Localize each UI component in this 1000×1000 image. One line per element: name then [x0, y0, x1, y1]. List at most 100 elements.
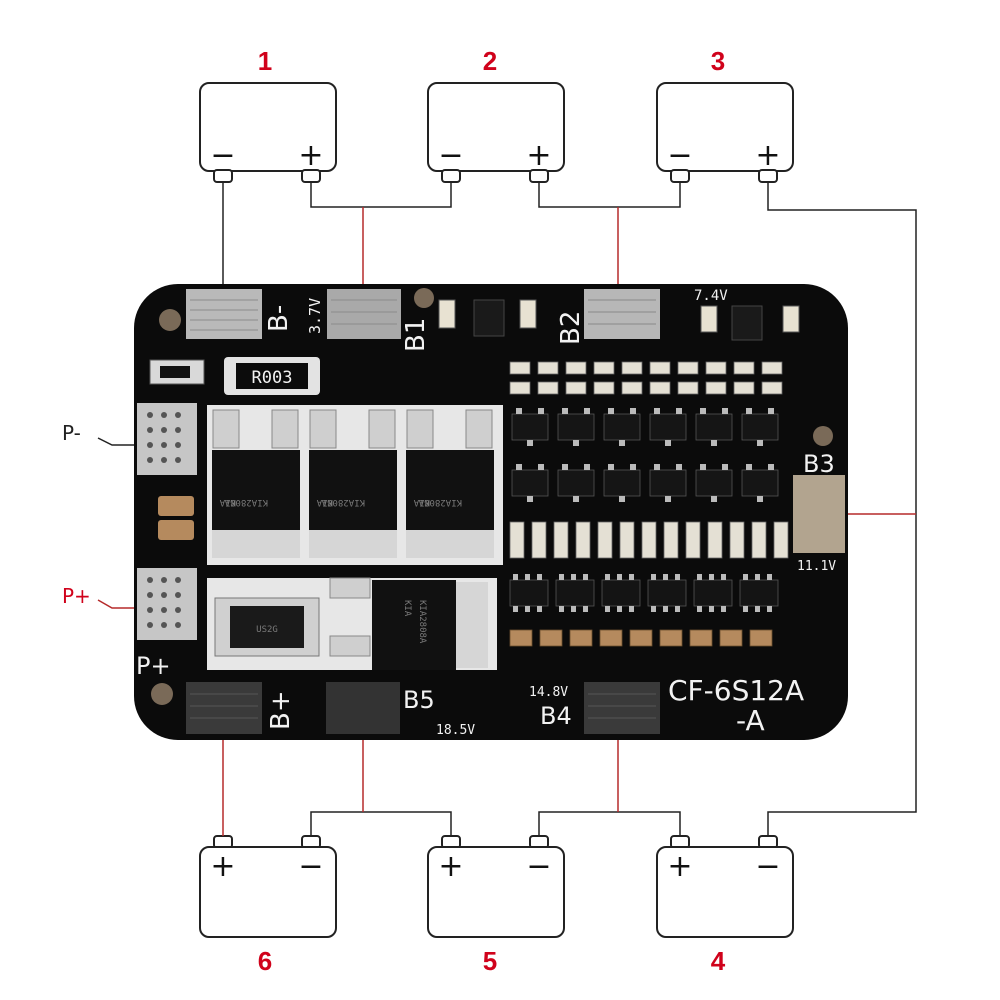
smd-part [663, 521, 679, 559]
p-plus-board-label: P+ [136, 652, 171, 680]
smd-part [649, 381, 671, 395]
shunt-resistor-label: R003 [252, 368, 293, 388]
smd-part [685, 521, 701, 559]
smd-part [647, 579, 687, 607]
smd-part [700, 464, 706, 470]
b3-label: B3 [803, 450, 835, 478]
smd-part [525, 606, 530, 612]
mounting-hole [414, 288, 434, 308]
smd-part [659, 629, 683, 647]
smd-part [539, 629, 563, 647]
smd-part [553, 521, 569, 559]
mounting-hole [151, 683, 173, 705]
smd-part [677, 381, 699, 395]
smd-part [746, 408, 752, 414]
b5-pad [326, 682, 400, 734]
smd-part [711, 496, 717, 502]
smd-part [663, 574, 668, 580]
svg-text:KIA: KIA [402, 600, 412, 617]
smd-part [630, 464, 636, 470]
smd-part [695, 469, 733, 497]
plus-sign: + [298, 138, 323, 173]
smd-part [695, 413, 733, 441]
smd-part [743, 574, 748, 580]
smd-part [608, 408, 614, 414]
smd-part [569, 629, 593, 647]
smd-part [707, 521, 723, 559]
smd-part [621, 361, 643, 375]
smd-part [537, 381, 559, 395]
smd-part [538, 464, 544, 470]
smd-part [597, 521, 613, 559]
smd-part [509, 629, 533, 647]
smd-part [676, 464, 682, 470]
cell-number-3: 3 [711, 46, 725, 76]
smd-part [619, 521, 635, 559]
b1-pad [327, 289, 401, 339]
smd-part [557, 469, 595, 497]
smd-part [537, 606, 542, 612]
smd-part [571, 606, 576, 612]
smd-part [629, 574, 634, 580]
smd-part [697, 606, 702, 612]
svg-text:KIA2808A: KIA2808A [418, 497, 462, 507]
smd-part [675, 574, 680, 580]
smd-part [757, 496, 763, 502]
smd-part [649, 469, 687, 497]
smd-part [665, 440, 671, 446]
smd-part [711, 440, 717, 446]
smd-part [705, 361, 727, 375]
smd-part [743, 606, 748, 612]
smd-part [617, 574, 622, 580]
smd-part [509, 579, 549, 607]
smd-part [741, 469, 779, 497]
smd-part [675, 606, 680, 612]
smd-part [649, 361, 671, 375]
svg-text:KIA: KIA [219, 497, 236, 507]
smd-part [755, 606, 760, 612]
smd-part [527, 496, 533, 502]
smd-part [584, 464, 590, 470]
smd-part [733, 361, 755, 375]
smd-part [593, 361, 615, 375]
minus-sign: − [667, 138, 692, 173]
smd-part [697, 574, 702, 580]
smd-part [538, 408, 544, 414]
smd-part [767, 574, 772, 580]
smd-part [583, 574, 588, 580]
smd-part [654, 464, 660, 470]
b5-label: B5 [403, 686, 435, 714]
smd-part [557, 413, 595, 441]
smd-part [608, 464, 614, 470]
smd-part [722, 464, 728, 470]
smd-part [621, 381, 643, 395]
smd-part [761, 381, 783, 395]
battery-cell-6: + − 6 [199, 835, 337, 976]
board-model-suffix: -A [736, 704, 765, 737]
smd-part [601, 579, 641, 607]
battery-cell-5: + − 5 [427, 835, 565, 976]
smd-part [513, 574, 518, 580]
battery-cell-4: + − 4 [656, 835, 794, 976]
smd-part [629, 629, 653, 647]
smd-part [583, 606, 588, 612]
p-plus-callout: P+ [62, 584, 140, 609]
smd-part [721, 606, 726, 612]
smd-part [562, 408, 568, 414]
p-plus-label: P+ [62, 584, 91, 608]
cell-number-1: 1 [258, 46, 272, 76]
smd-part [641, 521, 657, 559]
smd-part [511, 469, 549, 497]
smd-part [689, 629, 713, 647]
minus-sign: − [298, 849, 323, 884]
p-minus-label: P- [62, 421, 81, 445]
smd-part [751, 521, 767, 559]
smd-part [619, 496, 625, 502]
smd-part [513, 606, 518, 612]
smd-part [617, 606, 622, 612]
smd-part [700, 408, 706, 414]
smd-part [599, 629, 623, 647]
smd-component-array [509, 361, 789, 647]
smd-part [761, 361, 783, 375]
